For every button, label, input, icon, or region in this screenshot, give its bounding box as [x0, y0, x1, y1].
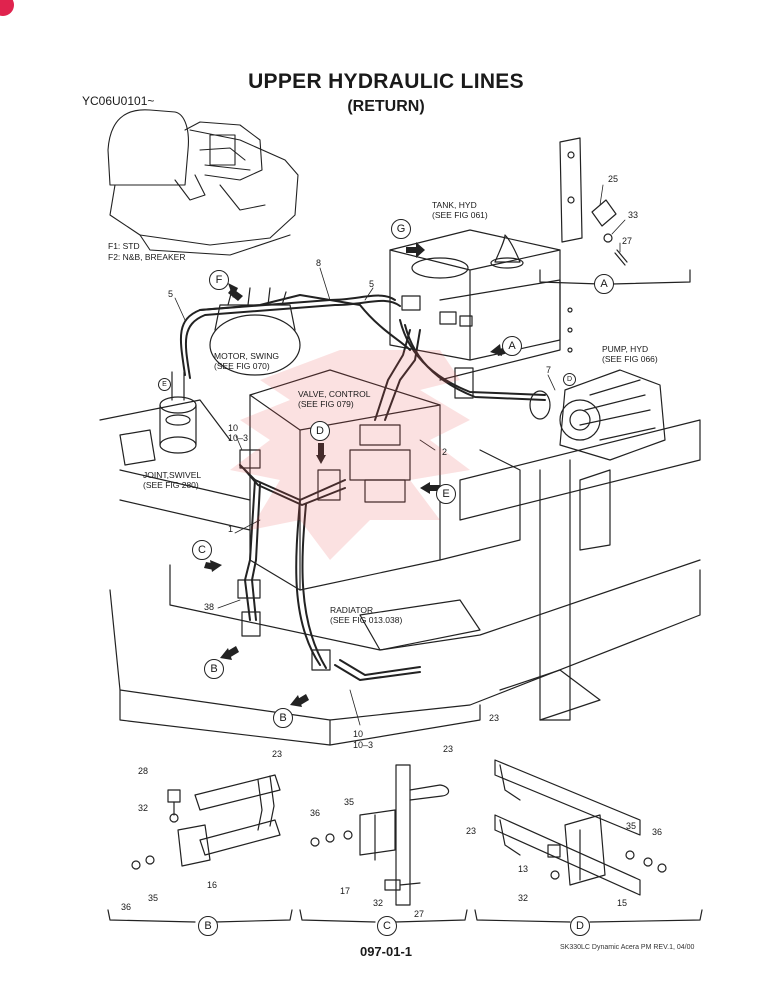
part-10-3-b: 10–3	[353, 740, 374, 750]
part-36-c: 36	[310, 808, 321, 818]
part-38: 38	[204, 602, 215, 612]
callout-a-detail: A	[594, 274, 614, 294]
part-16: 16	[207, 880, 218, 890]
footer-note: SK330LC Dynamic Acera PM REV.1, 04/00	[560, 944, 695, 951]
callout-detail-c: C	[377, 916, 397, 936]
corner-badge	[0, 0, 14, 16]
callout-b-2: B	[273, 708, 293, 728]
part-8: 8	[316, 258, 322, 268]
motor-ref: (SEE FIG 070)	[214, 361, 270, 371]
part-1: 1	[228, 524, 234, 534]
hydraulic-pump	[529, 369, 666, 461]
callout-g: G	[391, 219, 411, 239]
callout-detail-b: B	[198, 916, 218, 936]
page-title: UPPER HYDRAULIC LINES	[248, 70, 524, 93]
callout-detail-d: D	[570, 916, 590, 936]
radiator-ref: (SEE FIG 013.038)	[330, 615, 403, 625]
hose-lines	[179, 294, 546, 681]
part-23-d-top: 23	[489, 713, 500, 723]
serial-range: YC06U0101~	[82, 94, 155, 108]
motor-label: MOTOR, SWING	[214, 351, 280, 361]
control-valve	[317, 424, 411, 503]
swivel-joint	[159, 371, 197, 454]
detail-b-drawing	[131, 774, 281, 870]
part-35-c: 35	[344, 797, 355, 807]
part-13: 13	[518, 864, 529, 874]
part-35-d: 35	[626, 821, 637, 831]
part-10-a: 10	[228, 423, 239, 433]
callout-a: A	[502, 336, 522, 356]
detail-d-drawing	[494, 759, 667, 896]
part-32-b: 32	[138, 803, 149, 813]
part-25: 25	[608, 174, 619, 184]
valve-label: VALVE, CONTROL	[298, 389, 371, 399]
part-33: 33	[628, 210, 639, 220]
detail-c-drawing	[310, 764, 450, 906]
part-7: 7	[546, 365, 552, 375]
main-clamps	[237, 367, 474, 671]
part-5-left: 5	[168, 289, 174, 299]
part-23-c: 23	[443, 744, 454, 754]
tank-ref: (SEE FIG 061)	[432, 210, 488, 220]
callout-e: E	[436, 484, 456, 504]
callout-d: D	[310, 421, 330, 441]
pump-ref: (SEE FIG 066)	[602, 354, 658, 364]
leader-lines	[174, 184, 626, 726]
marker-d: D	[563, 373, 576, 386]
joint-ref: (SEE FIG 280)	[143, 480, 199, 490]
part-27-c: 27	[414, 909, 425, 919]
joint-label: JOINT,SWIVEL	[143, 470, 202, 480]
part-15: 15	[617, 898, 628, 908]
machine-thumbnail	[107, 109, 299, 256]
page-subtitle: (RETURN)	[347, 98, 425, 115]
marker-e: E	[158, 378, 171, 391]
part-10-3-a: 10–3	[228, 433, 249, 443]
part-36-b: 36	[121, 902, 132, 912]
part-2: 2	[442, 447, 448, 457]
part-32-d: 32	[518, 893, 529, 903]
part-10-b: 10	[353, 729, 364, 739]
part-35-b: 35	[148, 893, 159, 903]
part-28: 28	[138, 766, 149, 776]
part-36-d: 36	[652, 827, 663, 837]
option-f1: F1: STD	[108, 241, 140, 251]
watermark-logo	[230, 350, 470, 560]
part-17: 17	[340, 886, 351, 896]
part-27-a: 27	[622, 236, 633, 246]
radiator-label: RADIATOR	[330, 605, 374, 615]
tank-label: TANK, HYD	[432, 200, 477, 210]
part-23-b: 23	[272, 749, 283, 759]
pump-label: PUMP, HYD	[602, 344, 649, 354]
detail-brackets	[107, 269, 703, 923]
part-23-d-bottom: 23	[466, 826, 477, 836]
detail-a-drawing	[559, 137, 628, 266]
callout-c: C	[192, 540, 212, 560]
valve-ref: (SEE FIG 079)	[298, 399, 354, 409]
callout-b-1: B	[204, 659, 224, 679]
callout-f: F	[209, 270, 229, 290]
part-32-c: 32	[373, 898, 384, 908]
part-5-right: 5	[369, 279, 375, 289]
option-f2: F2: N&B, BREAKER	[108, 252, 186, 262]
page-number: 097-01-1	[359, 944, 413, 959]
